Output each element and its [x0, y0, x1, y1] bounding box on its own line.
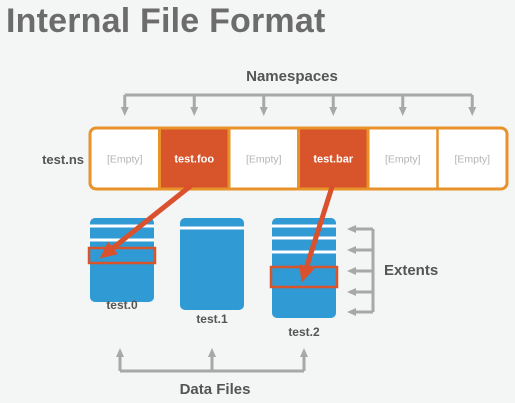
data-file-test-0 — [90, 218, 154, 302]
data-file-test-1 — [180, 218, 244, 310]
extents-bracket — [347, 225, 375, 316]
pointer-arrow — [99, 181, 196, 259]
namespace-slot-label: [Empty] — [454, 154, 490, 166]
data-file-label: test.0 — [106, 298, 138, 312]
namespace-slot-label: [Empty] — [246, 154, 282, 166]
namespaces-bracket — [120, 93, 477, 116]
namespace-slot-label: test.bar — [313, 154, 353, 166]
pointer-arrows — [99, 181, 336, 283]
data-file-label: test.1 — [196, 312, 228, 326]
namespace-slot-label: [Empty] — [107, 154, 143, 166]
pointer-arrow — [299, 182, 336, 283]
namespace-slot-label: [Empty] — [385, 154, 421, 166]
data-files: test.0 test.1 test.2 — [87, 218, 339, 339]
namespace-file-label: test.ns — [42, 152, 84, 167]
namespaces-label: Namespaces — [246, 68, 338, 85]
extents-label: Extents — [384, 262, 438, 279]
page-title: Internal File Format — [6, 2, 326, 40]
data-files-bracket — [116, 348, 308, 373]
data-files-label: Data Files — [180, 381, 251, 398]
data-file-label: test.2 — [288, 325, 320, 339]
namespace-slot-label: test.foo — [174, 154, 214, 166]
highlighted-extent — [87, 246, 157, 265]
namespace-slots: [Empty] test.foo [Empty] test.bar [Empty] [Em… — [88, 126, 509, 191]
